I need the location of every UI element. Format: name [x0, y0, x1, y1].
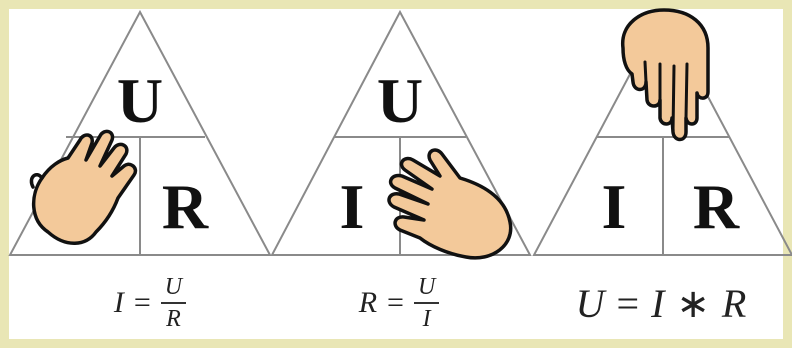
formula-current: I = U R: [95, 268, 205, 338]
formula-2-fraction: U I: [414, 275, 439, 331]
formula-3-a: I: [651, 280, 666, 327]
formula-1-fraction: U R: [161, 275, 186, 331]
triangle-2-top: U: [377, 65, 423, 136]
formula-2-numerator: U: [414, 275, 439, 304]
hand-middle-icon: [389, 150, 511, 258]
formula-3-equals: =: [617, 280, 642, 327]
formula-voltage: U = I ∗ R: [562, 268, 762, 338]
formula-1-lhs: I: [114, 286, 124, 320]
formula-1-denominator: R: [166, 304, 181, 331]
pointing-hand-icon: [623, 10, 708, 140]
triangle-1-right: R: [162, 171, 209, 242]
triangle-3-left: I: [602, 171, 627, 242]
formula-3-b: R: [722, 280, 748, 327]
formula-2-equals: =: [387, 286, 404, 320]
formula-1-equals: =: [134, 286, 151, 320]
hand-left-icon: [31, 131, 135, 243]
formula-2-denominator: I: [423, 304, 431, 331]
triangle-2-left: I: [340, 171, 365, 242]
formula-3-lhs: U: [576, 280, 607, 327]
formula-2-lhs: R: [359, 286, 377, 320]
formula-resistance: R = U I: [343, 268, 455, 338]
triangle-1-top: U: [117, 65, 163, 136]
triangle-3-right: R: [693, 171, 740, 242]
formula-3-multiply: ∗: [676, 280, 712, 327]
formula-1-numerator: U: [161, 275, 186, 304]
